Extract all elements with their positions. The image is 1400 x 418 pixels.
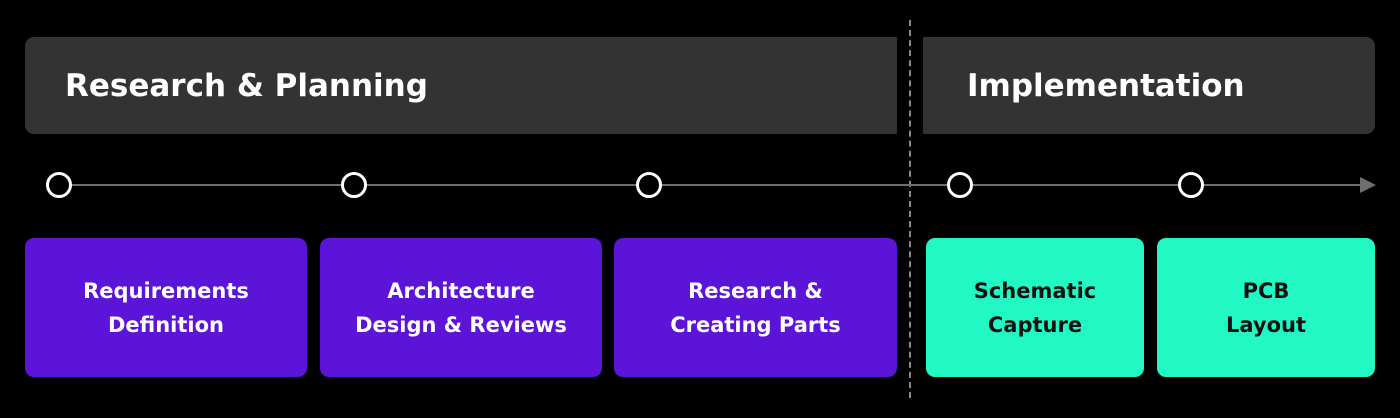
phase-label: Implementation bbox=[967, 67, 1245, 104]
step-label-line: Research & bbox=[688, 278, 823, 303]
phase-research-planning: Research & Planning bbox=[25, 37, 897, 134]
phase-label: Research & Planning bbox=[65, 67, 428, 104]
timeline-arrow-icon bbox=[1360, 177, 1376, 193]
step-label-line: Design & Reviews bbox=[355, 312, 567, 337]
step-label-line: Schematic bbox=[973, 278, 1097, 303]
step-label-line: Layout bbox=[1225, 312, 1306, 337]
timeline-node bbox=[341, 172, 367, 198]
step-label-line: PCB bbox=[1242, 278, 1290, 303]
step-label-line: Requirements bbox=[83, 278, 249, 303]
step-label-line: Capture bbox=[987, 312, 1083, 337]
timeline-node bbox=[947, 172, 973, 198]
step-architecture-design-reviews: Architecture Design & Reviews bbox=[320, 238, 602, 377]
phase-divider bbox=[909, 20, 911, 398]
step-schematic-capture: Schematic Capture bbox=[926, 238, 1144, 377]
step-requirements-definition: Requirements Definition bbox=[25, 238, 307, 377]
step-label-line: Creating Parts bbox=[670, 312, 841, 337]
timeline-node bbox=[636, 172, 662, 198]
step-research-creating-parts: Research & Creating Parts bbox=[614, 238, 897, 377]
timeline-line bbox=[60, 184, 1362, 186]
step-label-line: Architecture bbox=[387, 278, 535, 303]
step-pcb-layout: PCB Layout bbox=[1157, 238, 1375, 377]
step-label-line: Definition bbox=[107, 312, 224, 337]
timeline-node bbox=[46, 172, 72, 198]
phase-implementation: Implementation bbox=[923, 37, 1375, 134]
timeline-node bbox=[1178, 172, 1204, 198]
